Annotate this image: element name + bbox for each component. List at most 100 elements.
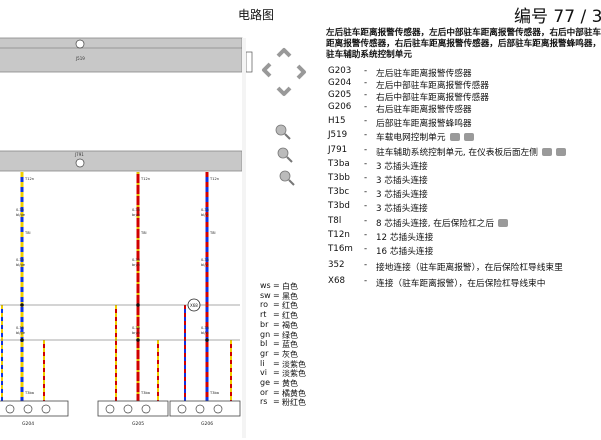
arrow-right-icon[interactable] — [296, 64, 306, 80]
page-title: 电路图 — [238, 8, 275, 22]
sensor-box-g205 — [97, 400, 169, 417]
legend-dash: - — [364, 276, 368, 286]
bus-j519 — [0, 37, 243, 73]
zoom-out-icon[interactable] — [277, 147, 293, 163]
wire-color-label: br/rt — [132, 213, 140, 217]
connector-label: T3ba — [24, 391, 34, 395]
sensor-label-g205: G205 — [132, 421, 144, 427]
color-code: ro — [260, 300, 269, 310]
legend-dash: - — [364, 159, 368, 169]
legend-dash: - — [364, 216, 368, 226]
color-code: rs — [260, 397, 268, 407]
connector-label: T12n — [209, 177, 219, 181]
arrow-up-right-icon[interactable] — [276, 48, 292, 58]
color-eq: = — [273, 300, 280, 310]
zoom-fit-icon[interactable] — [279, 170, 295, 186]
bus-mid-label: J791 — [74, 152, 84, 157]
camera-icon[interactable] — [449, 133, 460, 141]
color-code: ws — [260, 281, 271, 290]
legend-text: 左后中部驻车距离报警传感器 — [376, 81, 489, 91]
legend-code: T3bc — [328, 187, 350, 197]
color-eq: = — [273, 348, 280, 358]
wire-size-label: 0.35 — [132, 326, 140, 330]
wire-size-label: 0.35 — [16, 258, 24, 262]
color-eq: = — [273, 290, 280, 300]
legend-dash: - — [364, 78, 368, 88]
pin-icon — [195, 404, 205, 414]
legend-text: 驻车辅助系统控制单元, 在仪表板后面左侧 — [376, 145, 566, 158]
wire-color-label: bl/ge — [16, 213, 26, 217]
legend-code: H15 — [328, 116, 346, 126]
color-eq: = — [273, 339, 280, 349]
legend-code: G203 — [328, 66, 352, 76]
legend-dash: - — [364, 187, 368, 197]
pin-icon — [123, 404, 133, 414]
legend-dash: - — [364, 244, 368, 254]
legend-code: G205 — [328, 90, 352, 100]
color-eq: = — [273, 397, 280, 407]
wire-color-label: br/rt — [132, 331, 140, 335]
legend-text: 接地连接（驻车距离报警），在后保险杠导线束里 — [376, 263, 563, 273]
legend-code: T3bd — [328, 201, 350, 211]
color-code: gr — [260, 348, 269, 358]
legend-dash: - — [364, 116, 368, 126]
legend-text: 后部驻车距离报警蜂鸣器 — [376, 119, 472, 129]
arrow-down-left-icon[interactable] — [276, 86, 292, 96]
legend-code: G206 — [328, 102, 352, 112]
color-name: 褐色 — [282, 320, 298, 330]
legend-text: 8 芯插头连接, 在后保险杠之后 — [376, 216, 509, 229]
camera-icon[interactable] — [463, 133, 474, 141]
arrow-left-icon[interactable] — [262, 62, 272, 78]
color-eq: = — [273, 387, 280, 397]
legend-dash: - — [364, 230, 368, 240]
page-number: 编号 77 / 3 — [514, 7, 601, 27]
legend-dash: - — [364, 66, 368, 76]
wire-color-label: bl/vi — [201, 331, 209, 335]
camera-icon[interactable] — [541, 148, 552, 156]
color-name: 蓝色 — [282, 340, 298, 350]
legend-dash: - — [364, 173, 368, 183]
connector-label: T3ba — [209, 391, 219, 395]
color-eq: = — [273, 281, 280, 290]
camera-icon[interactable] — [498, 219, 509, 227]
wire-size-label: 0.35 — [201, 326, 209, 330]
connector-label: T8l — [209, 231, 215, 235]
camera-icon[interactable] — [555, 148, 566, 156]
legend-code: T8l — [328, 216, 342, 226]
color-name: 淡紫色 — [282, 369, 306, 379]
legend-text: 3 芯插头连接 — [376, 204, 428, 214]
pin-icon — [213, 404, 223, 414]
legend-dash: - — [364, 90, 368, 100]
color-eq: = — [273, 378, 280, 387]
legend-dash: - — [364, 201, 368, 211]
legend-code: T3ba — [328, 159, 350, 169]
zoom-in-icon[interactable] — [275, 124, 291, 140]
pin-icon — [5, 404, 15, 414]
color-code: br — [260, 319, 269, 329]
wire-size-label: 0.35 — [16, 326, 24, 330]
connector-label: T8l — [140, 231, 146, 235]
wire-size-label: 0.35 — [16, 208, 24, 212]
wire-color-label: bl/ge — [16, 263, 26, 267]
wire-size-label: 0.35 — [132, 258, 140, 262]
legend-code: T12n — [328, 230, 350, 240]
legend-dash: - — [364, 260, 368, 270]
sensor-box-g204 — [0, 400, 69, 417]
color-name: 黄色 — [282, 379, 298, 388]
color-eq: = — [273, 329, 280, 339]
color-name: 红色 — [282, 311, 298, 321]
legend-dash: - — [364, 102, 368, 112]
color-name: 绿色 — [282, 330, 298, 340]
svg-text:X68: X68 — [190, 303, 198, 308]
legend-code: J519 — [328, 130, 348, 140]
legend-text: 3 芯插头连接 — [376, 190, 428, 200]
legend-code: J791 — [328, 145, 348, 155]
pin-icon — [105, 404, 115, 414]
legend-code: G204 — [328, 78, 352, 88]
legend-code: T3bb — [328, 173, 350, 183]
wire-labels: T12n0.35bl/geT8l0.35bl/ge0.35bl/geT3baT1… — [16, 177, 219, 395]
junction-x68 — [187, 298, 201, 312]
